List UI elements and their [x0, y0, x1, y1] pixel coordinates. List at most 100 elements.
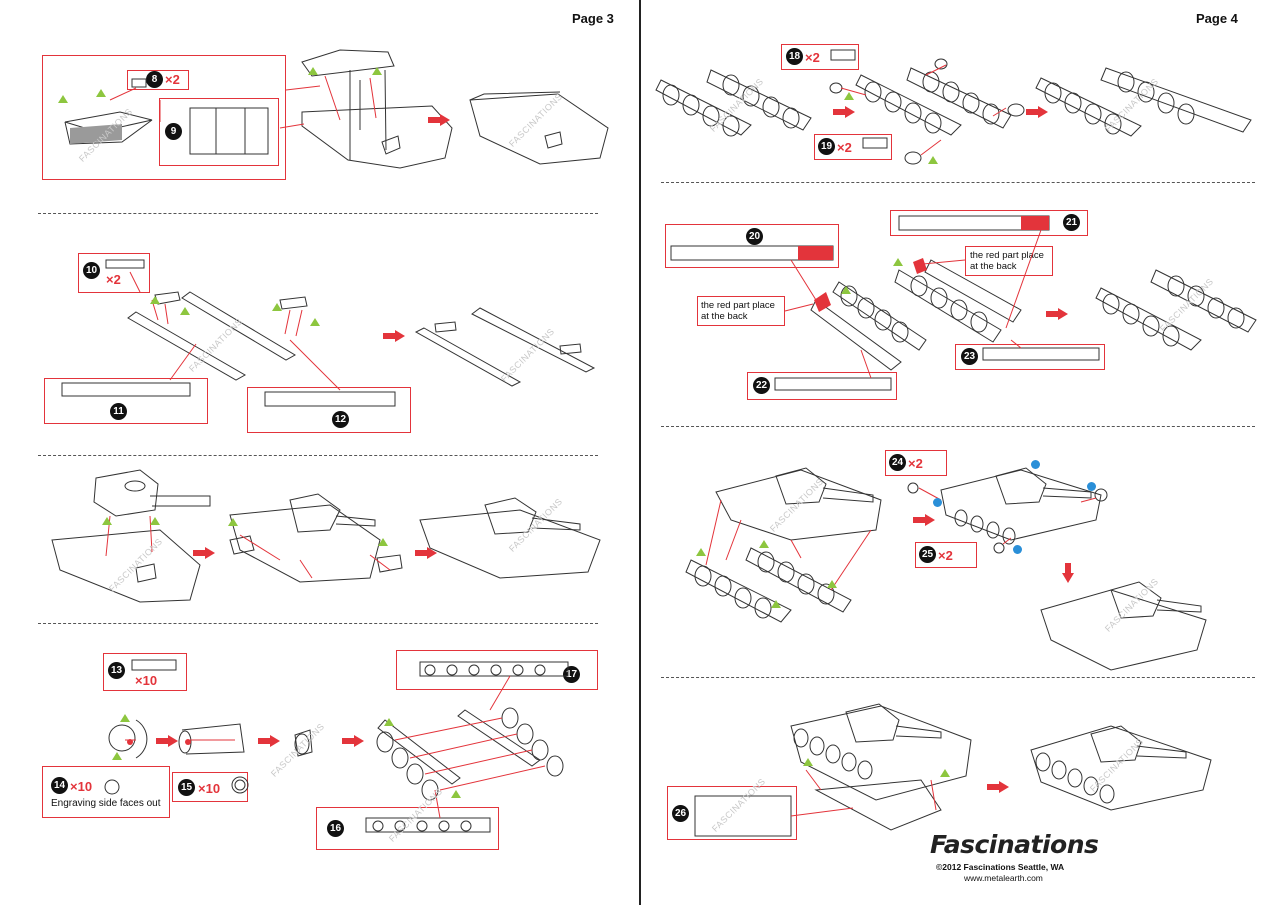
page-number: Page 4	[1196, 11, 1238, 26]
part-9-badge: 9	[165, 123, 182, 140]
part-25-qty: ×2	[938, 548, 953, 563]
part-13-qty: ×10	[135, 673, 158, 688]
green-triangle-icon	[272, 303, 282, 311]
step-8-9-callout	[42, 55, 286, 180]
green-triangle-icon	[228, 518, 238, 526]
arrow-right-icon	[987, 781, 1009, 793]
green-triangle-icon	[803, 758, 813, 766]
part-14-qty: ×10	[70, 779, 93, 794]
part-8-box	[127, 70, 189, 90]
section-divider	[661, 677, 1255, 678]
green-triangle-icon	[384, 718, 394, 726]
part-16-badge: 16	[327, 820, 344, 837]
step-13-17-drawing	[40, 640, 640, 860]
part-26-badge: 26	[672, 805, 689, 822]
part-22-badge: 22	[753, 377, 770, 394]
part-25-badge: 25	[919, 546, 936, 563]
section-divider	[38, 623, 598, 624]
green-triangle-icon	[378, 538, 388, 546]
green-triangle-icon	[771, 600, 781, 608]
part-24-badge: 24	[889, 454, 906, 471]
part-14-note: Engraving side faces out	[51, 798, 161, 809]
part-18-badge: 18	[786, 48, 803, 65]
arrow-right-icon	[383, 330, 405, 342]
part-13-badge: 13	[108, 662, 125, 679]
part-25-box	[915, 542, 977, 568]
part-10-box	[78, 253, 150, 293]
blue-dot-icon	[933, 498, 942, 507]
step-26-drawing	[641, 690, 1280, 840]
part-19-badge: 19	[818, 138, 835, 155]
part-23-badge: 23	[961, 348, 978, 365]
part-26-box	[667, 786, 797, 840]
page-3: Page 3 8 ×2 9 FASCINATIONS	[38, 11, 640, 860]
brand-logo: Fascinations	[930, 830, 1099, 859]
step-10-12-drawing	[40, 240, 640, 440]
center-rule	[639, 0, 641, 905]
red-part-note-right: the red part place at the back	[970, 250, 1044, 272]
green-triangle-icon	[696, 548, 706, 556]
part-20-badge: 20	[746, 228, 763, 245]
page-4: Page 4 18 ×2 19 ×2	[641, 0, 1280, 905]
green-triangle-icon	[893, 258, 903, 266]
part-12-badge: 12	[332, 411, 349, 428]
part-21-box	[890, 210, 1088, 236]
green-triangle-icon	[841, 286, 851, 294]
part-17-badge: 17	[563, 666, 580, 683]
part-18-qty: ×2	[805, 50, 820, 65]
green-triangle-icon	[928, 156, 938, 164]
copyright-text: ©2012 Fascinations Seattle, WA	[936, 862, 1065, 872]
part-17-box	[396, 650, 598, 690]
part-18-box	[781, 44, 859, 70]
green-triangle-icon	[120, 714, 130, 722]
arrow-right-icon	[415, 547, 437, 559]
arrow-right-icon	[1026, 106, 1048, 118]
green-triangle-icon	[308, 67, 318, 75]
part-8-badge: 8	[146, 71, 163, 88]
green-triangle-icon	[102, 517, 112, 525]
part-9-box	[159, 98, 279, 166]
green-triangle-icon	[112, 752, 122, 760]
red-part-note-right-box	[965, 246, 1053, 276]
part-24-qty: ×2	[908, 456, 923, 471]
green-triangle-icon	[58, 95, 68, 103]
arrow-right-icon	[833, 106, 855, 118]
part-15-badge: 15	[178, 779, 195, 796]
section-divider	[38, 455, 598, 456]
arrow-right-icon	[156, 735, 178, 747]
green-triangle-icon	[827, 580, 837, 588]
step-20-23-drawing	[641, 200, 1280, 410]
turret-assembly-drawing	[40, 460, 640, 620]
arrow-down-icon	[1062, 563, 1074, 583]
arrow-right-icon	[913, 514, 935, 526]
part-20-box	[665, 224, 839, 268]
website-link[interactable]: www.metalearth.com	[964, 873, 1043, 883]
green-triangle-icon	[372, 67, 382, 75]
green-triangle-icon	[940, 769, 950, 777]
part-14-box	[42, 766, 170, 818]
arrow-right-icon	[258, 735, 280, 747]
part-21-badge: 21	[1063, 214, 1080, 231]
step-24-25-drawing	[641, 440, 1280, 670]
brand-footer: Fascinations ©2012 Fascinations Seattle,…	[930, 830, 1110, 883]
part-19-box	[814, 134, 892, 160]
green-triangle-icon	[96, 89, 106, 97]
green-triangle-icon	[451, 790, 461, 798]
arrow-right-icon	[342, 735, 364, 747]
part-11-badge: 11	[110, 403, 127, 420]
green-triangle-icon	[759, 540, 769, 548]
red-part-note-left-box	[697, 296, 785, 326]
section-divider	[661, 182, 1255, 183]
part-14-badge: 14	[51, 777, 68, 794]
green-triangle-icon	[310, 318, 320, 326]
red-part-note-left: the red part place at the back	[701, 300, 775, 322]
part-12-box	[247, 387, 411, 433]
part-24-box	[885, 450, 947, 476]
blue-dot-icon	[1031, 460, 1040, 469]
part-8-qty: ×2	[165, 72, 180, 87]
part-23-box	[955, 344, 1105, 370]
part-10-qty: ×2	[106, 272, 121, 287]
section-divider	[661, 426, 1255, 427]
section-divider	[38, 213, 598, 214]
green-triangle-icon	[180, 307, 190, 315]
